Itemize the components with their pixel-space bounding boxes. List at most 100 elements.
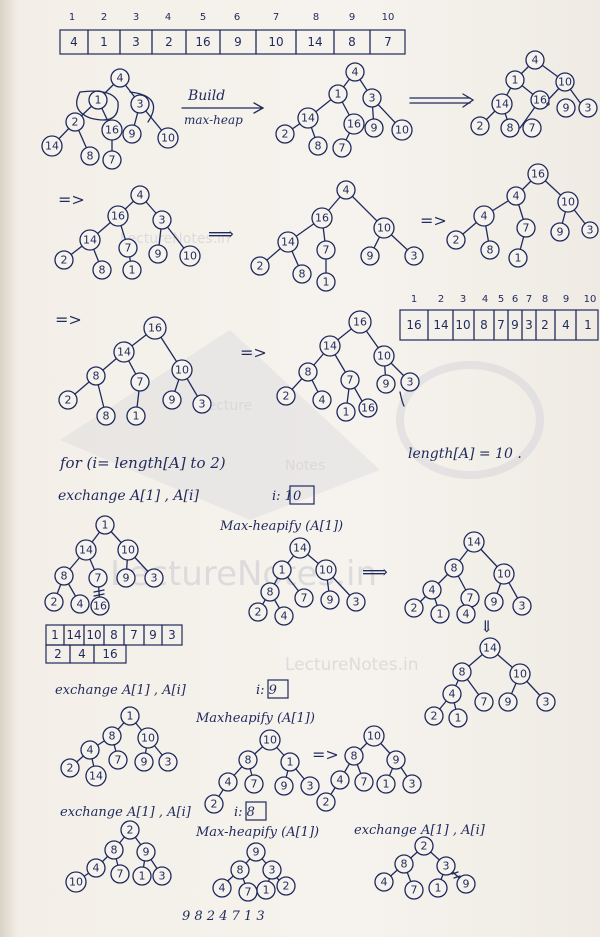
svg-text:7: 7 <box>523 222 530 235</box>
array-2-index: 3 <box>460 294 466 305</box>
svg-text:3: 3 <box>411 250 418 263</box>
array-1-index: 9 <box>349 12 355 23</box>
svg-text:8: 8 <box>109 730 116 743</box>
svg-text:3: 3 <box>159 214 166 227</box>
svg-text:9: 9 <box>123 572 130 585</box>
svg-text:4: 4 <box>137 189 144 202</box>
maxheapify-label-3: Max-heapify (A[1]) <box>195 825 319 840</box>
svg-text:4: 4 <box>343 184 350 197</box>
svg-text:1: 1 <box>287 756 294 769</box>
tree-step-3: 4 16 3 14 7 9 10 2 8 1 <box>54 185 201 280</box>
array-1-index: 3 <box>133 12 139 23</box>
svg-text:3: 3 <box>137 98 144 111</box>
array-2-index: 9 <box>563 294 569 305</box>
svg-text:2: 2 <box>255 606 262 619</box>
svg-text:1: 1 <box>139 870 146 883</box>
array-3: 1 14 10 8 7 9 3 2 4 16 <box>45 624 183 664</box>
svg-text:8: 8 <box>351 750 358 763</box>
svg-text:3: 3 <box>159 870 166 883</box>
svg-text:14: 14 <box>483 642 497 655</box>
arrow-double-1: ⟹ <box>208 224 234 245</box>
svg-text:2: 2 <box>411 602 418 615</box>
array-3-cell: 10 <box>86 628 101 642</box>
watermark-small-4: Notes <box>285 458 325 474</box>
svg-text:4: 4 <box>513 190 520 203</box>
array-2: 1 2 3 4 5 6 7 8 9 10 16 14 10 8 7 9 3 2 … <box>399 294 599 341</box>
tree-after-heapify-2a: 10 8 1 4 7 9 3 2 <box>204 729 320 814</box>
watermark-logo-ring <box>396 361 544 479</box>
svg-text:2: 2 <box>421 840 428 853</box>
array-3-cell: 9 <box>149 628 157 642</box>
array-1-index: 1 <box>69 12 75 23</box>
array-1-index: 10 <box>382 12 395 23</box>
svg-text:1: 1 <box>512 74 519 87</box>
svg-text:2: 2 <box>282 128 289 141</box>
svg-text:8: 8 <box>103 410 110 423</box>
svg-text:9: 9 <box>253 846 260 859</box>
array-3-cell: 7 <box>130 628 138 642</box>
svg-text:7: 7 <box>323 244 330 257</box>
svg-text:1: 1 <box>279 564 286 577</box>
svg-text:9: 9 <box>143 846 150 859</box>
svg-text:7: 7 <box>529 122 536 135</box>
svg-text:9: 9 <box>393 754 400 767</box>
tree-after-exchange-4: 2 8 3 4 7 1 9 <box>374 836 476 900</box>
svg-text:2: 2 <box>477 120 484 133</box>
svg-text:3: 3 <box>587 224 594 237</box>
svg-text:10: 10 <box>183 250 197 263</box>
svg-text:1: 1 <box>323 276 330 289</box>
tree-max-heap-copy: 16 14 10 8 7 9 3 2 4 1 16 <box>276 310 420 422</box>
svg-text:8: 8 <box>487 244 494 257</box>
svg-text:16: 16 <box>148 322 162 335</box>
svg-text:9: 9 <box>367 250 374 263</box>
array-2-index: 7 <box>526 294 532 305</box>
svg-text:7: 7 <box>137 376 144 389</box>
array-2-cell: 2 <box>541 318 549 332</box>
arrow-small-5: => <box>312 745 339 764</box>
svg-text:10: 10 <box>558 76 572 89</box>
array-2-cell: 9 <box>511 318 519 332</box>
svg-text:9: 9 <box>327 594 334 607</box>
svg-text:14: 14 <box>467 536 481 549</box>
svg-text:10: 10 <box>513 668 527 681</box>
svg-text:14: 14 <box>89 770 103 783</box>
svg-text:3: 3 <box>199 398 206 411</box>
svg-text:4: 4 <box>463 608 470 621</box>
exchange-statement-4: exchange A[1] , A[i] <box>354 823 486 838</box>
svg-text:14: 14 <box>281 236 295 249</box>
maxheap-label: max-heap <box>184 113 243 127</box>
svg-text:4: 4 <box>429 584 436 597</box>
final-sequence: 9 8 2 4 7 1 3 <box>182 909 265 924</box>
svg-text:9: 9 <box>557 226 564 239</box>
svg-text:8: 8 <box>111 844 118 857</box>
array-1-cell: 10 <box>268 35 283 49</box>
array-3-cell: 1 <box>51 628 59 642</box>
svg-text:4: 4 <box>281 610 288 623</box>
arrow-double-2: ⟹ <box>362 562 388 583</box>
svg-text:9: 9 <box>563 102 570 115</box>
tree-after-heapify-1b: 14 8 10 4 7 9 3 2 1 4 <box>404 531 532 624</box>
svg-text:4: 4 <box>337 774 344 787</box>
svg-text:7: 7 <box>467 592 474 605</box>
svg-text:1: 1 <box>335 88 342 101</box>
svg-text:10: 10 <box>497 568 511 581</box>
array-1-cell: 14 <box>307 35 322 49</box>
svg-text:10: 10 <box>161 132 175 145</box>
svg-text:8: 8 <box>61 570 68 583</box>
array-3-cell: 16 <box>102 647 117 661</box>
svg-text:7: 7 <box>251 778 258 791</box>
array-2-cell: 14 <box>433 318 448 332</box>
svg-text:4: 4 <box>532 54 539 67</box>
svg-text:4: 4 <box>225 776 232 789</box>
array-2-cell: 8 <box>480 318 488 332</box>
svg-text:9: 9 <box>505 696 512 709</box>
svg-text:2: 2 <box>283 390 290 403</box>
svg-text:7: 7 <box>411 884 418 897</box>
array-3-cell: 2 <box>54 647 62 661</box>
svg-text:1: 1 <box>383 778 390 791</box>
exchange-i-3: i: 8 <box>234 805 255 820</box>
svg-text:16: 16 <box>347 118 361 131</box>
length-statement: length[A] = 10 . <box>408 446 522 462</box>
svg-text:16: 16 <box>353 316 367 329</box>
tree-step-1: 4 1 3 14 16 9 10 2 8 7 <box>275 62 413 158</box>
